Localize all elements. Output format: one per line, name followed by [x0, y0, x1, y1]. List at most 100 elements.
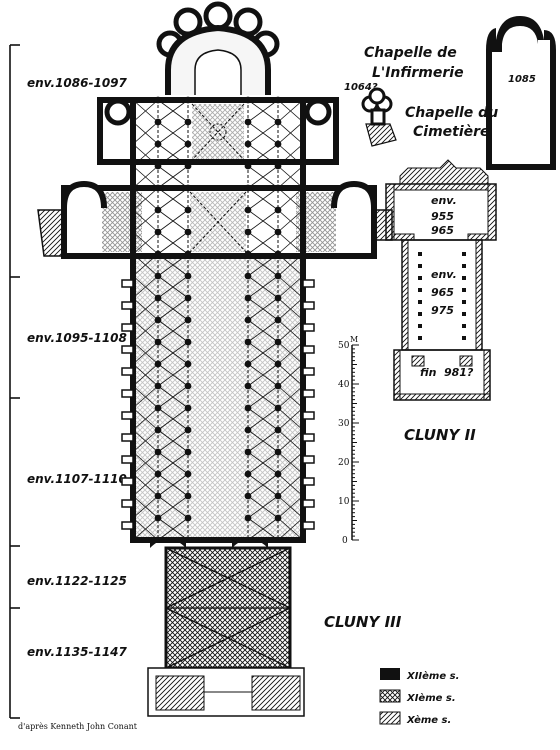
pier	[154, 382, 162, 390]
pier	[418, 252, 422, 256]
pier	[462, 312, 466, 316]
vault-rib	[157, 231, 189, 255]
vault-rib	[157, 297, 189, 321]
buttress	[121, 389, 134, 398]
pier	[184, 206, 192, 214]
pier	[184, 140, 192, 148]
vault-rib	[277, 209, 304, 233]
pier	[274, 316, 282, 324]
pier	[274, 206, 282, 214]
vault-rib	[132, 429, 159, 453]
vault-rib	[157, 451, 189, 475]
pier	[274, 96, 282, 104]
pier	[274, 162, 282, 170]
scale-tick-0: 0	[342, 536, 348, 546]
buttress	[302, 499, 315, 508]
vault-rib	[247, 253, 279, 277]
legend-swatch-xi	[379, 689, 401, 703]
chapelle-cimetiere-label-1: Chapelle du	[405, 105, 498, 121]
legend-swatch-xii	[380, 668, 400, 680]
pier	[184, 118, 192, 126]
cluny-ii-date-3: 965	[431, 224, 454, 237]
cluny-ii-date-6: 975	[431, 304, 454, 317]
vault-rib	[247, 231, 279, 255]
vault-rib	[277, 231, 304, 255]
pier	[154, 492, 162, 500]
buttress	[302, 521, 315, 530]
pier	[184, 316, 192, 324]
vault-rib	[157, 495, 189, 519]
pier	[418, 312, 422, 316]
pier	[154, 140, 162, 148]
buttress	[121, 477, 134, 486]
pier	[274, 492, 282, 500]
pier	[154, 360, 162, 368]
vault-rib	[157, 143, 189, 167]
vault-rib	[157, 341, 189, 365]
pier	[184, 470, 192, 478]
pier	[184, 228, 192, 236]
cluny-iii-plan	[37, 1, 393, 717]
pier	[418, 336, 422, 340]
buttress	[121, 301, 134, 310]
vault-rib	[132, 231, 159, 255]
buttress	[302, 301, 315, 310]
buttress	[121, 323, 134, 332]
cluny-ii-title: CLUNY II	[404, 426, 476, 444]
pier	[244, 250, 252, 258]
pier	[244, 206, 252, 214]
legend-label-x: Xème s.	[406, 714, 451, 726]
pier	[154, 228, 162, 236]
nave	[130, 96, 306, 543]
vault-rib	[157, 209, 189, 233]
vault-rib	[277, 363, 304, 387]
cluny-ii-piers	[418, 252, 466, 340]
pier	[274, 184, 282, 192]
pier	[154, 448, 162, 456]
pier	[274, 404, 282, 412]
pier	[418, 276, 422, 280]
vault-rib	[247, 319, 279, 343]
pier	[184, 514, 192, 522]
pier	[462, 276, 466, 280]
pier	[244, 316, 252, 324]
pier	[154, 316, 162, 324]
pier	[184, 162, 192, 170]
vault-rib	[157, 275, 189, 299]
pier	[462, 324, 466, 328]
pier	[462, 336, 466, 340]
buttress	[302, 323, 315, 332]
pier	[154, 250, 162, 258]
buttress	[302, 477, 315, 486]
vault-rib	[132, 517, 159, 541]
cluny-ii-date-8: 981?	[444, 366, 474, 379]
buttress	[121, 367, 134, 376]
narthex	[147, 539, 305, 717]
credit: d'après Kenneth John Conant	[18, 722, 138, 731]
pier	[184, 492, 192, 500]
period-label-4: env.1122-1125	[27, 574, 127, 588]
vault-rib	[247, 209, 279, 233]
vault-rib	[157, 385, 189, 409]
pier	[244, 228, 252, 236]
pier	[244, 294, 252, 302]
pier	[184, 294, 192, 302]
vault-rib	[132, 253, 159, 277]
legend-label-xi: XIème s.	[406, 692, 456, 704]
pier	[274, 338, 282, 346]
vault-rib	[157, 253, 189, 277]
vault-rib	[247, 143, 279, 167]
cluny-ii-date-2: 955	[431, 210, 454, 223]
cluny-ii-date-7: fin	[420, 366, 437, 379]
cluny-iii-title: CLUNY III	[324, 613, 402, 631]
vault-rib	[157, 121, 189, 145]
cluny-ii-plan	[385, 159, 497, 401]
vault-rib	[277, 385, 304, 409]
chapelle-infirmerie-date: 1085	[508, 74, 536, 85]
period-bracket	[9, 44, 20, 719]
vault-rib	[132, 99, 159, 123]
vault-rib	[157, 165, 189, 189]
period-label-3: env.1107-1110	[27, 472, 127, 486]
vault-rib	[132, 495, 159, 519]
vault-rib	[277, 341, 304, 365]
